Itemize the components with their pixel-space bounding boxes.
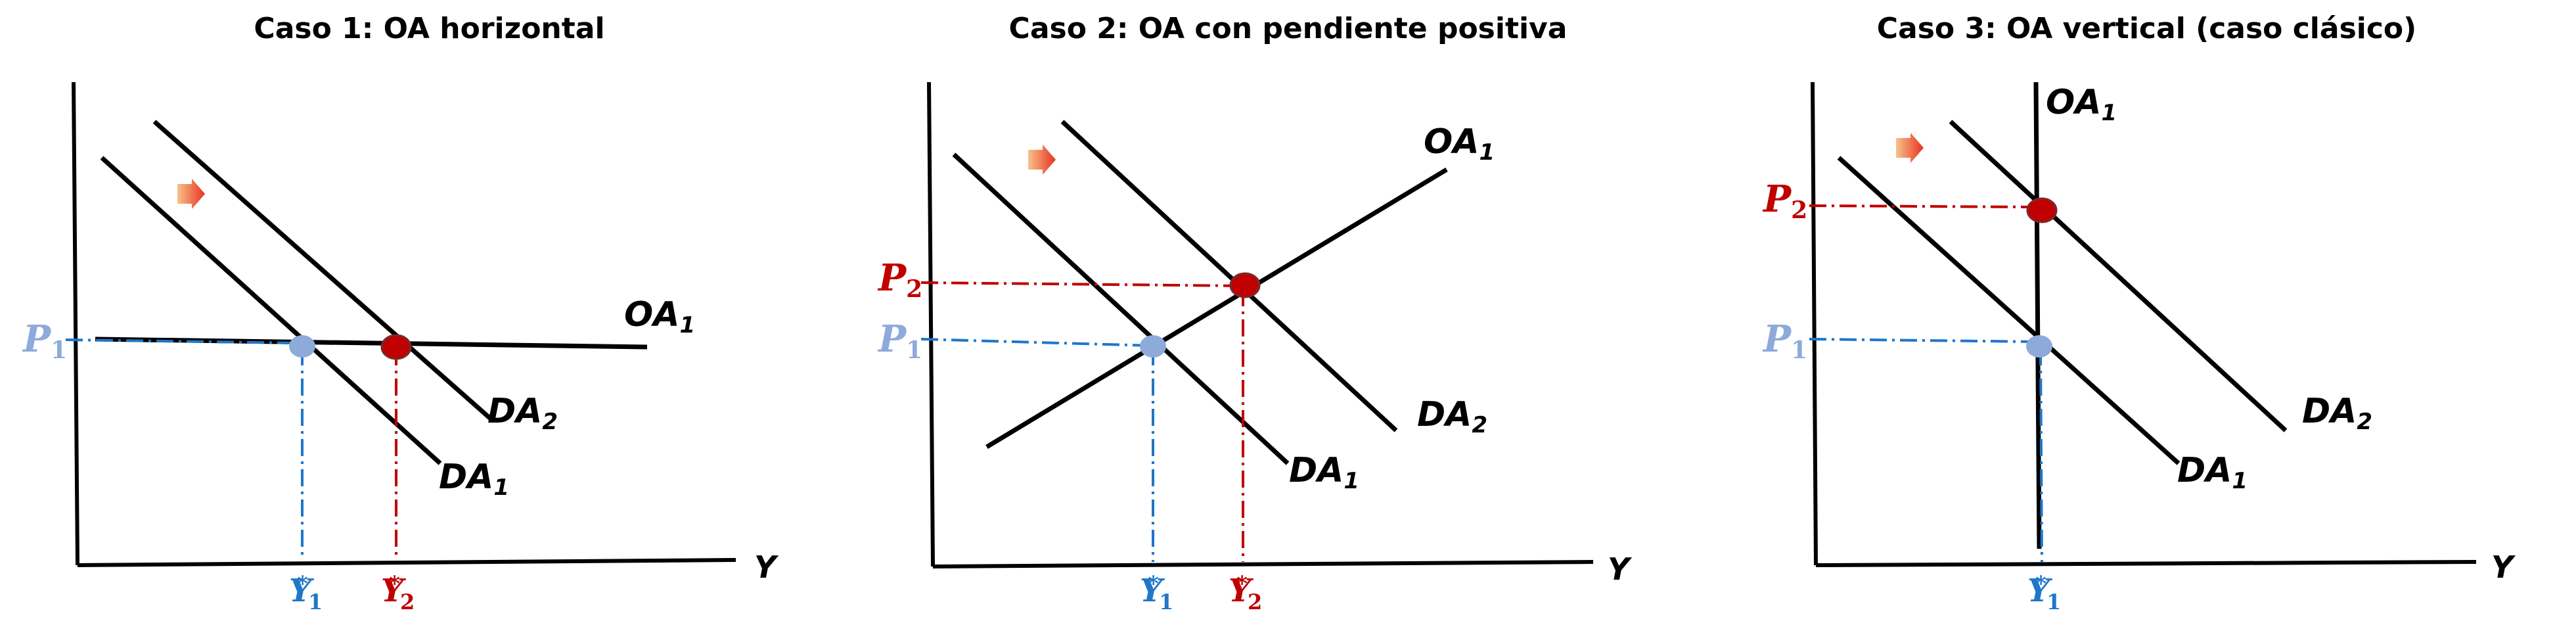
panel-title: Caso 1: OA horizontal <box>254 12 605 45</box>
diagram-canvas <box>65 81 736 567</box>
demand-curve-1 <box>1837 156 2181 465</box>
demand-2-label: DA2 <box>487 392 558 435</box>
shift-arrow-icon <box>1028 145 1056 175</box>
equilibrium-point-1 <box>2026 335 2052 358</box>
equilibrium-point-1 <box>1140 335 1166 358</box>
demand-curve-2 <box>152 120 495 423</box>
price-2-guide <box>1809 204 2039 208</box>
shift-arrow-icon <box>1896 133 1924 163</box>
demand-2-label: DA2 <box>2302 392 2373 435</box>
price-2-guide <box>920 281 1244 287</box>
equilibrium-point-2 <box>1229 272 1261 298</box>
demand-1-label: DA1 <box>439 457 510 501</box>
supply-curve <box>2033 81 2042 549</box>
panel-caso-2: Caso 2: OA con pendiente positiva OA1 DA… <box>859 0 1717 625</box>
price-1-guide <box>1809 338 2039 343</box>
panel-caso-3: Caso 3: OA vertical (caso clásico) OA1 D… <box>1717 0 2576 625</box>
y-axis <box>1811 81 1818 566</box>
equilibrium-point-1 <box>289 335 315 358</box>
price-1-guide <box>65 338 303 344</box>
price-2-label: P2 <box>878 256 923 303</box>
supply-label: OA1 <box>624 295 696 338</box>
price-1-label: P1 <box>1763 317 1808 364</box>
supply-label: OA1 <box>1424 122 1495 166</box>
demand-2-label: DA2 <box>1417 395 1488 438</box>
diagram-canvas <box>920 81 1594 568</box>
x-axis <box>932 560 1594 568</box>
y-axis <box>927 81 935 567</box>
supply-label: OA1 <box>2046 83 2117 126</box>
y1-label: Y*1 <box>1140 571 1174 614</box>
y1-label: Y*1 <box>289 571 323 614</box>
y1-label: Y*1 <box>2027 571 2062 614</box>
price-1-guide <box>920 338 1154 347</box>
price-2-label: P2 <box>1763 177 1808 224</box>
panel-caso-1: Caso 1: OA horizontal OA1 DA2 DA1 P1 Y*1… <box>0 0 859 625</box>
supply-curve <box>985 168 1448 449</box>
equilibrium-point-2 <box>380 334 412 360</box>
x-axis-label: Y <box>1608 551 1630 587</box>
demand-curve-2 <box>1949 120 2288 432</box>
supply-curve <box>95 336 648 350</box>
panel-title: Caso 2: OA con pendiente positiva <box>1008 12 1568 45</box>
equilibrium-point-2 <box>2026 197 2058 223</box>
x-axis-label: Y <box>2491 549 2514 585</box>
x-axis-label: Y <box>754 549 777 585</box>
x-axis <box>77 558 736 567</box>
panel-title: Caso 3: OA vertical (caso clásico) <box>1876 12 2417 45</box>
demand-curve-1 <box>952 152 1290 465</box>
demand-curve-1 <box>100 156 442 465</box>
y1-guide <box>2039 348 2043 563</box>
y2-label: Y*2 <box>1229 571 1263 614</box>
shift-arrow-icon <box>177 179 205 209</box>
y-axis <box>72 81 79 566</box>
demand-1-label: DA1 <box>2177 451 2248 494</box>
demand-1-label: DA1 <box>1289 451 1360 494</box>
demand-curve-2 <box>1060 120 1398 432</box>
x-axis <box>1815 560 2477 567</box>
price-1-label: P1 <box>878 317 923 364</box>
y2-label: Y*2 <box>381 571 415 614</box>
price-1-label: P1 <box>23 317 68 364</box>
diagram-canvas <box>1809 81 2477 567</box>
